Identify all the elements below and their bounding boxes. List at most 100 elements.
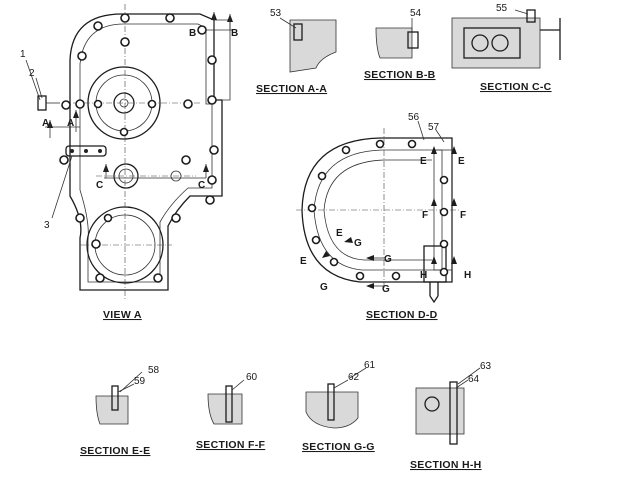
section-f-f: 60 SECTION F-F xyxy=(196,372,265,451)
bolt xyxy=(311,235,321,245)
section-label-c-right: C xyxy=(198,180,205,191)
section-g-g-body xyxy=(305,391,359,429)
view-a-inner-flange xyxy=(79,23,213,283)
section-arrow-e xyxy=(451,146,457,154)
bolt xyxy=(93,21,103,31)
view-a-caption: VIEW A xyxy=(103,309,142,321)
section-h-h-bolt xyxy=(449,381,458,445)
bolt xyxy=(93,99,103,109)
callout-60: 60 xyxy=(246,372,258,383)
callout-3: 3 xyxy=(44,220,50,231)
bolt xyxy=(77,51,87,61)
bolt xyxy=(120,37,130,47)
bolt xyxy=(439,175,449,185)
section-a-a-body xyxy=(289,19,337,73)
bolt xyxy=(91,239,101,249)
bolt xyxy=(75,213,85,223)
bolt xyxy=(439,207,449,217)
bolt xyxy=(307,203,317,213)
callout-58: 58 xyxy=(148,365,160,376)
bolt xyxy=(439,267,449,277)
bolt xyxy=(84,149,88,153)
bolt xyxy=(70,149,74,153)
bolt xyxy=(355,271,365,281)
bolt xyxy=(165,13,175,23)
section-label-e-lower-1: E xyxy=(336,228,343,239)
leader-line xyxy=(435,129,445,143)
section-label-g-1: G xyxy=(354,238,362,249)
section-arrow-g xyxy=(366,283,374,289)
section-h-h-hole xyxy=(424,396,440,412)
leader-line xyxy=(457,367,481,385)
leader-line xyxy=(455,379,469,389)
bolt xyxy=(59,155,69,165)
section-a-a: 53 SECTION A-A xyxy=(256,8,337,95)
section-label-e-right: E xyxy=(458,156,465,167)
section-arrow-e xyxy=(322,251,330,258)
section-arrow-g xyxy=(344,237,353,243)
bolt xyxy=(61,100,71,110)
bolt xyxy=(153,273,163,283)
leader-line xyxy=(119,371,143,393)
callout-54: 54 xyxy=(410,8,422,19)
view-a-inspection-cover xyxy=(65,145,107,157)
section-label-b-left: B xyxy=(189,28,196,39)
section-arrow-e xyxy=(431,146,437,154)
leader-line xyxy=(35,77,43,99)
section-f-f-body xyxy=(207,393,243,425)
section-label-f-right: F xyxy=(460,210,466,221)
bolt xyxy=(207,95,217,105)
bolt xyxy=(207,55,217,65)
bolt xyxy=(119,127,129,137)
section-d-d-stem-tip xyxy=(429,295,439,304)
section-b-b-plug xyxy=(407,31,419,49)
section-e-e-caption: SECTION E-E xyxy=(80,445,150,457)
section-b-b: 54 SECTION B-B xyxy=(364,8,436,81)
callout-61: 61 xyxy=(364,360,376,371)
bolt xyxy=(329,257,339,267)
section-d-d-caption: SECTION D-D xyxy=(366,309,438,321)
section-e-e-bolt xyxy=(111,385,119,411)
section-h-h: 63 64 SECTION H-H xyxy=(410,361,492,471)
leader-line xyxy=(231,379,245,391)
bolt xyxy=(205,195,215,205)
callout-62: 62 xyxy=(348,372,360,383)
view-a-bolts xyxy=(59,13,219,283)
section-label-e-lower-2: E xyxy=(300,256,307,267)
leader-line xyxy=(25,59,41,101)
section-d-d: 56 57 E E F F G E E G G G H H SECTION D-… xyxy=(296,112,471,321)
section-c-c-bearing xyxy=(491,34,509,52)
view-a-housing-outline xyxy=(69,13,223,291)
bolt xyxy=(407,139,417,149)
callout-56: 56 xyxy=(408,112,420,123)
section-b-b-caption: SECTION B-B xyxy=(364,69,436,81)
leader-line xyxy=(514,9,529,15)
bolt xyxy=(197,25,207,35)
leader-line xyxy=(333,379,349,389)
leader-line xyxy=(117,383,135,393)
section-label-g-4: G xyxy=(382,284,390,295)
bolt xyxy=(181,155,191,165)
callout-57: 57 xyxy=(428,122,440,133)
section-e-e: 58 59 SECTION E-E xyxy=(80,365,160,457)
section-h-h-caption: SECTION H-H xyxy=(410,459,482,471)
leader-line xyxy=(417,120,425,141)
callout-1: 1 xyxy=(20,49,26,60)
leader-line xyxy=(279,17,297,29)
callout-55: 55 xyxy=(496,3,508,14)
bolt xyxy=(95,273,105,283)
section-label-b-right: B xyxy=(231,28,238,39)
section-arrow-f xyxy=(451,198,457,206)
bolt xyxy=(103,213,113,223)
section-label-g-2: G xyxy=(384,254,392,265)
bolt xyxy=(207,175,217,185)
section-c-c-caption: SECTION C-C xyxy=(480,81,552,93)
section-label-h-right: H xyxy=(464,270,471,281)
section-arrow-g xyxy=(366,255,374,261)
callout-53: 53 xyxy=(270,8,282,19)
section-label-c-left: C xyxy=(96,180,103,191)
bolt xyxy=(75,99,85,109)
bolt xyxy=(341,145,351,155)
bolt xyxy=(209,145,219,155)
